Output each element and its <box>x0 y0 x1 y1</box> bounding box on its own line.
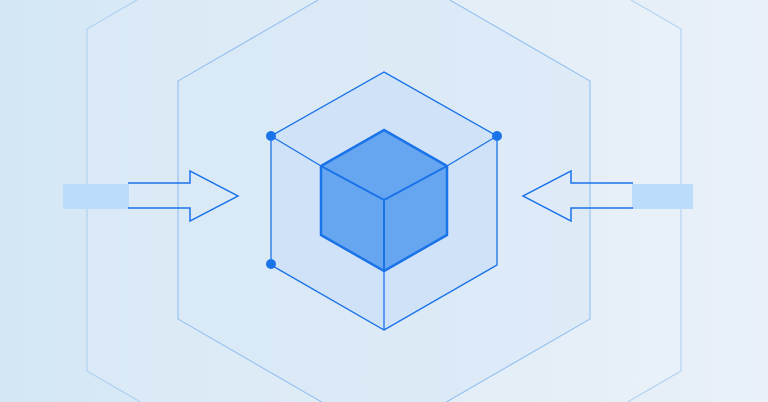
node-dots <box>266 131 502 269</box>
arrow-left-icon <box>521 169 693 223</box>
arrow-right-icon <box>63 169 240 223</box>
cube-icon <box>319 128 449 273</box>
connector-lines <box>270 135 498 330</box>
